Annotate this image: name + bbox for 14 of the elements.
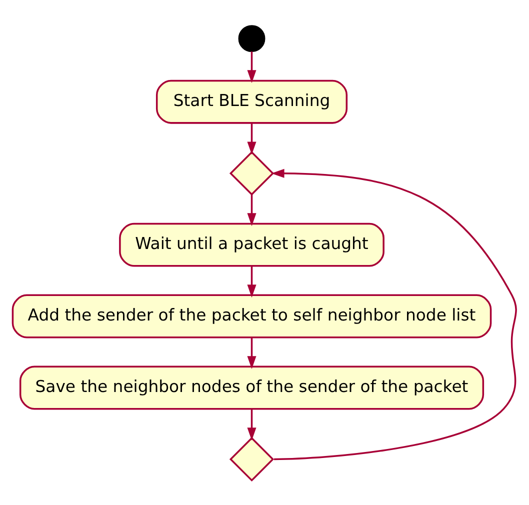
arrow [247,122,256,154]
arrow [247,408,256,440]
arrow [247,194,256,226]
node-box: Start BLE Scanning [156,79,348,124]
node-circle [238,24,266,52]
node-diamond [229,150,274,196]
arrow [247,336,256,369]
node-box: Add the sender of the packet to self neighbor node list [12,294,492,338]
arrow [247,265,256,298]
node-box: Wait until a packet is caught [119,222,384,266]
arrow [271,168,517,460]
arrow [247,51,256,82]
node-diamond [229,436,274,482]
node-box: Save the neighbor nodes of the sender of the packet [19,365,484,410]
